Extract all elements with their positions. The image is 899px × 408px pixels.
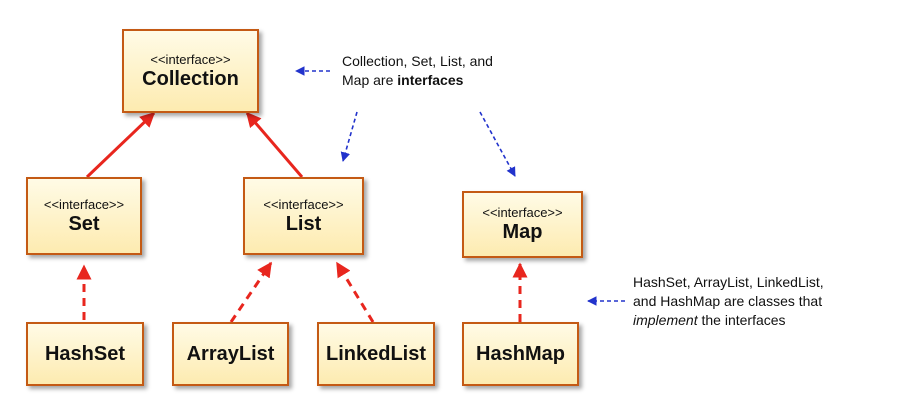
collection-interface-box: <<interface>> Collection <box>122 29 259 113</box>
interfaces-note: Collection, Set, List, and Map are inter… <box>342 52 562 90</box>
list-stereotype: <<interface>> <box>263 196 344 212</box>
linkedlist-name: LinkedList <box>325 343 426 365</box>
implements-arrow-arraylist-list <box>229 261 273 323</box>
set-stereotype: <<interface>> <box>43 196 125 212</box>
set-interface-box: <<interface>> Set <box>26 177 142 255</box>
set-name: Set <box>68 212 100 235</box>
classes-note-line3-rest: the interfaces <box>697 312 786 328</box>
list-name: List <box>285 212 322 235</box>
collection-stereotype: <<interface>> <box>150 51 231 67</box>
classes-note-line1: HashSet, ArrayList, LinkedList, <box>633 274 824 290</box>
classes-note-line2: and HashMap are classes that <box>633 293 823 309</box>
hashmap-class-box: HashMap <box>462 322 579 386</box>
interfaces-note-line1: Collection, Set, List, and <box>342 53 493 69</box>
map-interface-box: <<interface>> Map <box>462 191 583 258</box>
extends-arrow-list-collection <box>245 111 304 178</box>
map-stereotype: <<interface>> <box>482 205 563 220</box>
interfaces-note-emphasis: interfaces <box>397 72 464 88</box>
note-arrow-to-map <box>479 111 516 177</box>
classes-note-emphasis: implement <box>633 312 698 328</box>
arraylist-name: ArrayList <box>186 343 275 365</box>
hashset-name: HashSet <box>44 343 126 365</box>
linkedlist-class-box: LinkedList <box>317 322 435 386</box>
note-arrow-to-list <box>340 111 358 162</box>
classes-note: HashSet, ArrayList, LinkedList, and Hash… <box>633 273 893 330</box>
collection-name: Collection <box>142 67 239 90</box>
hashset-class-box: HashSet <box>26 322 144 386</box>
implements-arrow-linkedlist-list <box>335 261 375 323</box>
list-interface-box: <<interface>> List <box>243 177 364 255</box>
hashmap-name: HashMap <box>476 343 565 365</box>
arraylist-class-box: ArrayList <box>172 322 289 386</box>
extends-arrow-set-collection <box>85 111 156 179</box>
classes-note-line3: implement the interfaces <box>633 311 893 330</box>
interfaces-note-line2-prefix: Map are <box>342 72 398 88</box>
interfaces-note-line2: Map are interfaces <box>342 71 562 90</box>
map-name: Map <box>502 221 543 243</box>
